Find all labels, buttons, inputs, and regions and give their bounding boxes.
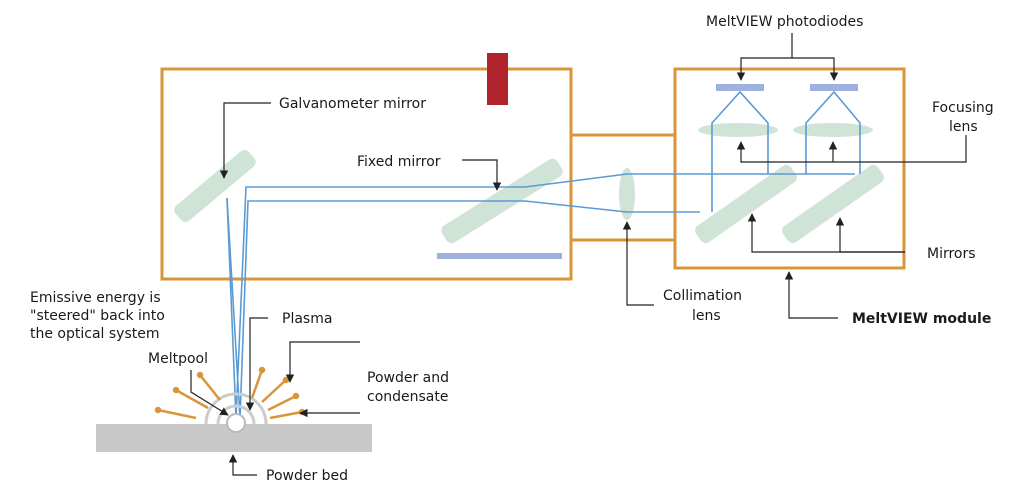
focusing-lens-left	[698, 123, 778, 137]
label-collimation-lens-line2: lens	[692, 308, 721, 324]
label-focusing-lens-line1: Focusing	[932, 100, 994, 116]
focusing-lens-right	[793, 123, 873, 137]
main-housing	[160, 67, 573, 281]
galvanometer-mirror	[174, 149, 256, 223]
label-emissive-line3: the optical system	[30, 326, 160, 342]
meltpool	[226, 413, 246, 433]
label-powder-bed: Powder bed	[266, 468, 348, 484]
label-plasma: Plasma	[282, 311, 332, 327]
label-emissive-line1: Emissive energy is	[30, 290, 161, 306]
label-meltview-module: MeltVIEW module	[852, 311, 991, 327]
label-powder-condensate-line2: condensate	[367, 389, 448, 405]
meltpool-arc-outer	[204, 392, 268, 425]
beam-paths	[226, 90, 861, 419]
laser-port-marker	[487, 53, 508, 105]
meltpool-arc-inner	[216, 404, 256, 425]
label-meltview-photodiodes: MeltVIEW photodiodes	[706, 14, 863, 30]
label-focusing-lens-line2: lens	[949, 119, 978, 135]
collimation-lens	[619, 168, 635, 220]
label-collimation-lens-line1: Collimation	[663, 288, 742, 304]
callout-lines	[190, 33, 967, 476]
label-fixed-mirror: Fixed mirror	[357, 154, 441, 170]
meltview-module-housing	[673, 67, 906, 270]
label-galvanometer-mirror: Galvanometer mirror	[279, 96, 426, 112]
powder-particles	[154, 366, 306, 420]
module-mirror-left	[695, 164, 797, 244]
label-emissive-line2: "steered" back into	[30, 308, 165, 324]
label-powder-condensate-line1: Powder and	[367, 370, 449, 386]
base-plate	[437, 253, 562, 259]
photodiode-right	[810, 84, 858, 91]
photodiode-left	[716, 84, 764, 91]
module-mirror-right	[782, 164, 884, 244]
label-mirrors: Mirrors	[927, 246, 976, 262]
label-meltpool: Meltpool	[148, 351, 208, 367]
